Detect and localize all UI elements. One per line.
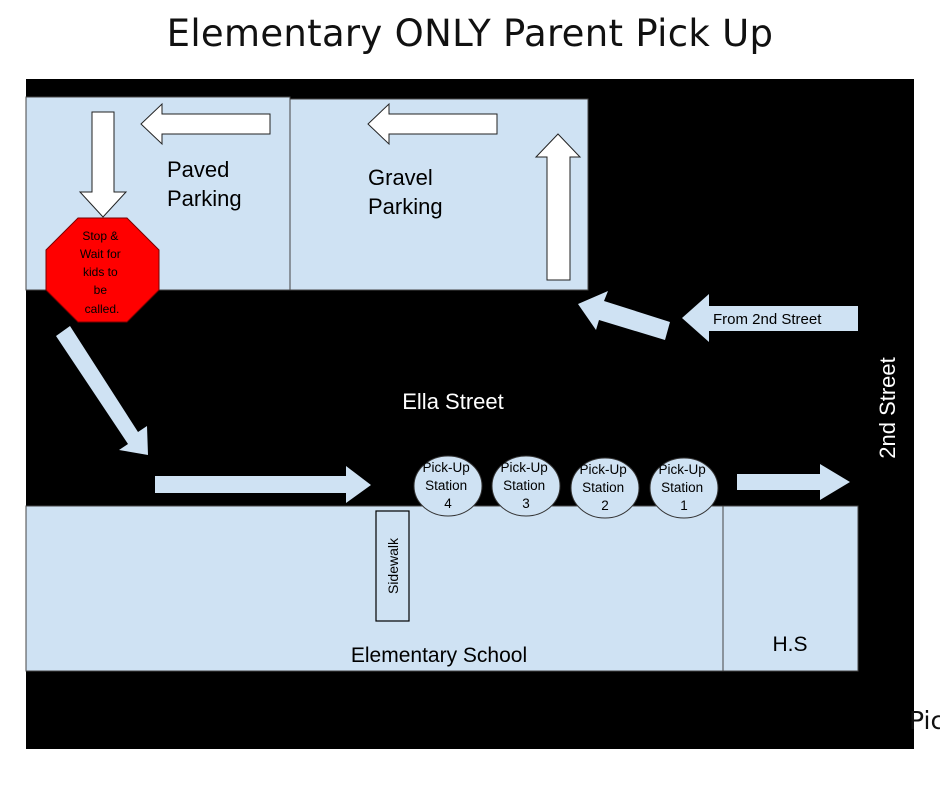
down-arrow-icon: [78, 111, 128, 218]
station-marker: [413, 455, 483, 517]
svg-text:Pick-Up Station 4: Pick-Up Station 4: [422, 460, 473, 511]
stop-sign-line: kids to: [83, 265, 118, 279]
station-marker: [491, 455, 561, 517]
ella-street-label: Ella Street: [402, 389, 504, 414]
page-title: Elementary ONLY Parent Pick Up: [166, 12, 774, 55]
sidewalk-label: Sidewalk: [385, 537, 401, 594]
elementary-school-label: Elementary School: [351, 644, 527, 667]
svg-text:Pick-Up Station 1: Pick-Up Station 1: [658, 462, 709, 513]
paved-parking-label: Paved Parking: [167, 157, 242, 211]
stop-sign-line: be: [94, 283, 108, 297]
station-marker: [649, 457, 719, 519]
elementary-school-area: [25, 505, 724, 672]
gravel-parking-label: Gravel Parking: [368, 165, 443, 219]
up-arrow-icon: [534, 133, 582, 281]
station-marker: [570, 457, 640, 519]
pickup-station-3: Pick-Up Station 3: [491, 455, 561, 517]
svg-text:Pick-Up Station 3: Pick-Up Station 3: [500, 460, 551, 511]
right-arrow-icon: [737, 464, 850, 500]
pickup-station-2: Pick-Up Station 2: [570, 457, 640, 519]
high-school-area: [722, 505, 859, 672]
stop-sign-line: Wait for: [80, 247, 121, 261]
left-arrow-icon: [367, 102, 498, 146]
right-arrow-icon: [155, 466, 371, 503]
cutoff-caption: Pic: [909, 706, 940, 735]
pickup-station-1: Pick-Up Station 1: [649, 457, 719, 519]
svg-text:Pick-Up Station 2: Pick-Up Station 2: [579, 462, 630, 513]
from-2nd-street-label: From 2nd Street: [713, 311, 822, 328]
stop-sign-line: Stop &: [82, 229, 118, 243]
from-2nd-street-arrow-icon: [682, 294, 858, 342]
stop-sign-icon: [45, 217, 160, 323]
down-right-arrow-icon: [56, 326, 148, 455]
stop-sign-text: Stop & Wait for kids to be called.: [80, 229, 124, 316]
sidewalk-box: [375, 510, 410, 622]
left-arrow-icon: [140, 102, 271, 146]
high-school-label: H.S: [772, 633, 807, 656]
left-arrow-icon: [578, 291, 670, 340]
2nd-street-label: 2nd Street: [875, 357, 900, 459]
pickup-station-4: Pick-Up Station 4: [413, 455, 483, 517]
stop-sign-line: called.: [85, 302, 120, 316]
